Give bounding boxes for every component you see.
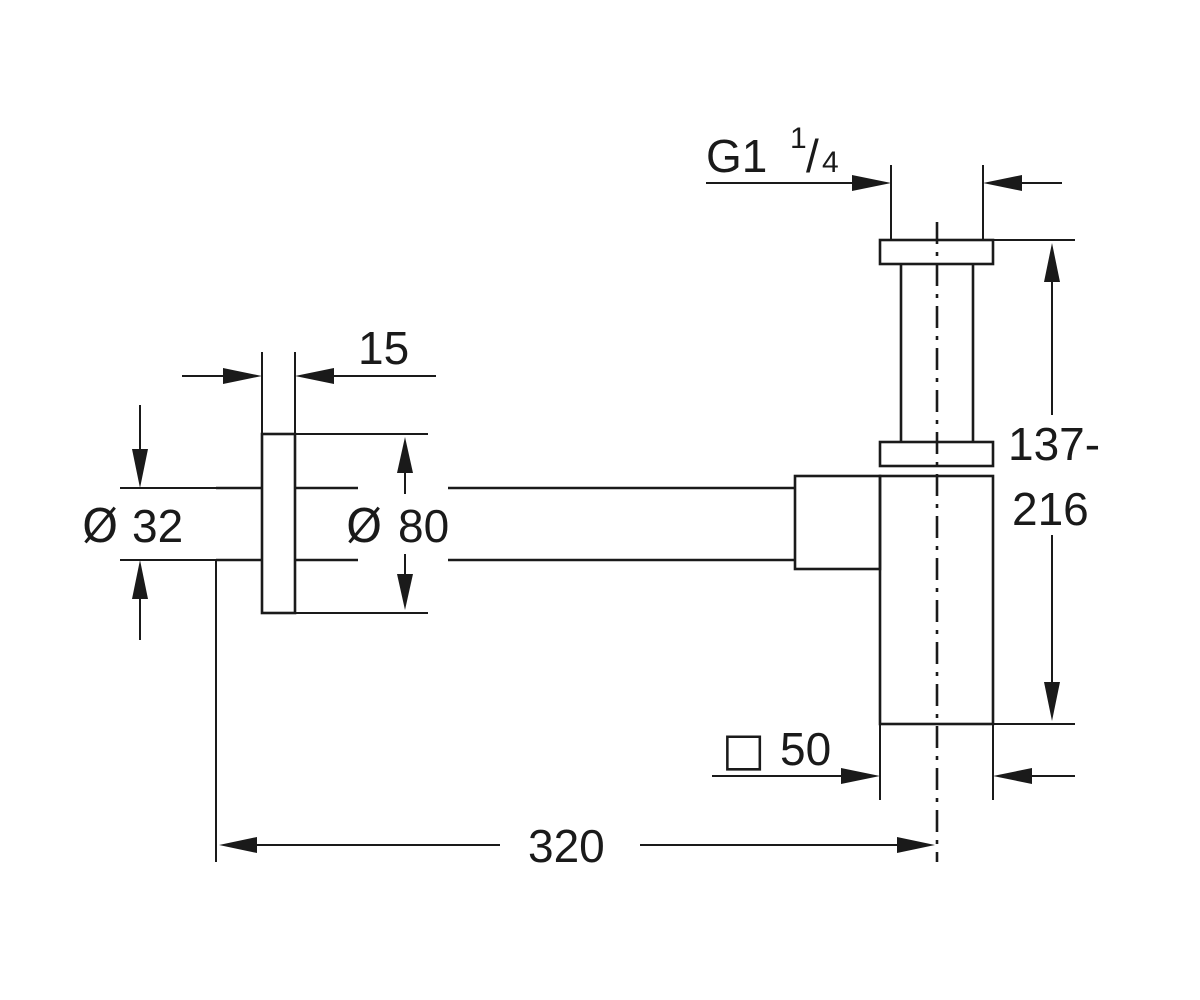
pipe-sleeve — [793, 474, 882, 571]
d80-arrow-top — [397, 437, 413, 473]
d80-label-mask — [344, 496, 464, 552]
pipe-diameter-dimension: Ø 32 — [80, 405, 216, 640]
sq50-arrow-left — [841, 768, 880, 784]
wall-flange — [216, 432, 358, 615]
d32-value: 32 — [132, 500, 183, 552]
d32-arrow-top — [132, 449, 148, 488]
thread-label-slash: / — [806, 130, 819, 182]
d32-label-mask — [80, 495, 198, 553]
sq50-square-symbol: □ — [722, 722, 765, 776]
d32-diameter-symbol: Ø — [82, 499, 118, 553]
total-length-label: 320 — [528, 820, 605, 872]
flange-rosette — [260, 432, 297, 615]
flange-thickness-label: 15 — [358, 322, 409, 374]
len-arrow-left — [219, 837, 257, 853]
height-label-mask — [1005, 415, 1115, 535]
len-arrow-right — [897, 837, 935, 853]
d80-arrow-bottom — [397, 574, 413, 610]
body-square-dimension: □ 50 — [712, 722, 1075, 800]
thread-arrow-left — [852, 175, 891, 191]
flange-thickness-dimension: 15 — [182, 322, 436, 434]
flange-arrow-left — [223, 368, 262, 384]
flange-arrow-right — [295, 368, 334, 384]
sq50-value: 50 — [780, 723, 831, 775]
height-arrow-top — [1044, 243, 1060, 282]
height-label-line1: 137- — [1008, 418, 1100, 470]
d32-arrow-bottom — [132, 560, 148, 599]
height-dimension: 137- 216 — [993, 239, 1115, 725]
horizontal-pipe — [448, 474, 882, 571]
thread-label-numerator: 1 — [790, 122, 807, 155]
d80-diameter-symbol: Ø — [346, 499, 382, 553]
height-label-line2: 216 — [1012, 483, 1089, 535]
thread-dimension: G1 1 / 4 — [706, 122, 1062, 240]
total-length-dimension: 320 — [215, 560, 935, 872]
thread-label-main: G1 — [706, 130, 767, 182]
flange-diameter-dimension: Ø 80 — [295, 433, 464, 614]
sq50-arrow-right — [993, 768, 1032, 784]
thread-label-denominator: 4 — [822, 146, 839, 179]
thread-arrow-right — [983, 175, 1022, 191]
height-arrow-bottom — [1044, 682, 1060, 721]
d80-value: 80 — [398, 500, 449, 552]
